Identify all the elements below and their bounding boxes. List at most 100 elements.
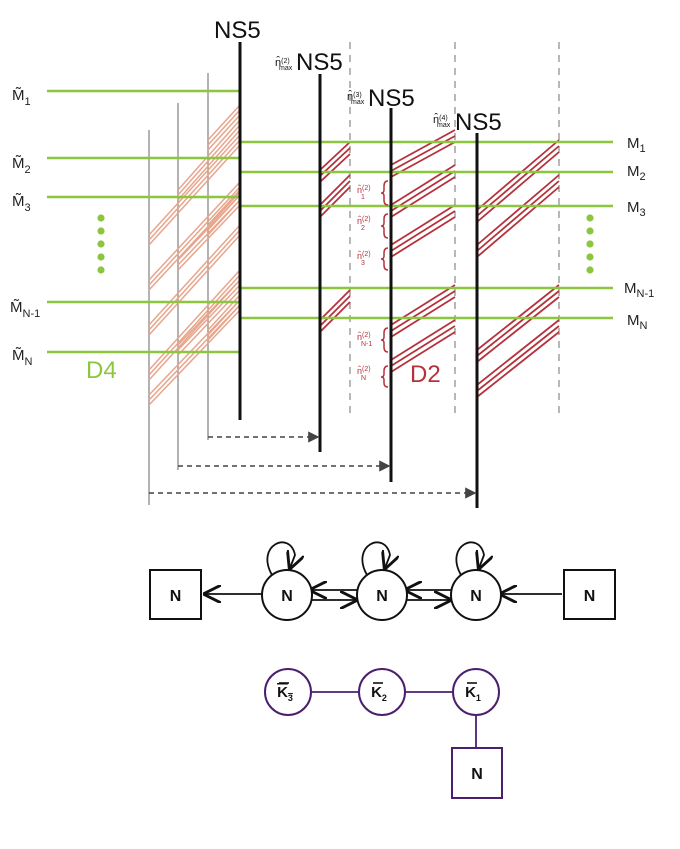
self-loop-node1 [266, 541, 295, 576]
brace [380, 365, 389, 388]
left-flavor-labels: M̃1 M̃2 M̃3 M̃N-1 M̃N [10, 87, 40, 368]
gauge-node-k2 [358, 668, 406, 716]
d4-hatch-line [207, 109, 241, 146]
dot [586, 253, 594, 261]
d2-hatch-line [476, 180, 560, 252]
brace [380, 247, 389, 271]
d4-hatch-line [148, 144, 241, 246]
dot [97, 227, 105, 235]
d2-hatch-line [390, 325, 456, 367]
gauge-node-k3-label: K3 [277, 684, 293, 703]
left-label-3: M̃3 [12, 193, 31, 214]
d2-hatch-line [390, 129, 456, 166]
flavor-box-n [451, 747, 503, 799]
n-hat-label-4: n̂(2)N-1 [357, 332, 372, 348]
d4-hatch-line [148, 139, 241, 241]
n-hat-labels: n̂(2)1 n̂(2)2 n̂(2)3 n̂(2)N-1 n̂(2)N [357, 185, 372, 382]
d4-hatch-line [177, 124, 241, 196]
d4-label: D4 [86, 357, 117, 384]
d4-hatch-line [177, 279, 241, 346]
d4-hatching [148, 104, 241, 406]
right-label-3: M3 [627, 199, 646, 219]
d4-hatch-line [148, 229, 241, 331]
d4-hatch-line [207, 199, 241, 236]
right-ellipsis-dots [586, 214, 594, 274]
self-loop-node2 [361, 541, 390, 576]
gauge-node-1-label: N [281, 588, 293, 605]
d4-hatch-line [177, 129, 241, 201]
gauge-node-2 [356, 569, 408, 621]
gauge-node-1 [261, 569, 313, 621]
d2-hatch-line [476, 174, 560, 246]
left-green-lines [47, 89, 240, 354]
d2-hatching [319, 129, 560, 398]
nmax-label-4: n̂(4)max [433, 112, 451, 129]
d4-hatch-line [148, 269, 241, 371]
left-flavor-box-label: N [170, 588, 182, 605]
right-flavor-box [563, 569, 616, 620]
d2-hatch-line [319, 141, 351, 171]
quiver-2-links [311, 691, 477, 748]
right-label-1: M1 [627, 135, 646, 155]
d2-hatch-line [319, 174, 351, 206]
brace [380, 180, 389, 206]
d4-hatch-line [148, 181, 241, 281]
d4-hatch-line [207, 104, 241, 141]
left-label-4: M̃N-1 [10, 299, 40, 320]
d2-hatch-line [319, 186, 351, 218]
d4-hatch-line [207, 299, 241, 336]
quiver-1: N N N N N [149, 541, 616, 621]
d2-hatch-line [476, 186, 560, 258]
n-hat-label-1: n̂(2)1 [357, 185, 371, 201]
gauge-node-3-label: N [470, 588, 482, 605]
nmax-label-2: n̂(2)max [275, 55, 293, 72]
dot [586, 214, 594, 222]
d2-hatch-line [476, 331, 560, 398]
brace [380, 327, 389, 353]
gauge-node-k1 [452, 668, 500, 716]
d2-hatch-line [476, 296, 560, 363]
n-hat-label-2: n̂(2)2 [357, 216, 371, 232]
quiver-1-links [205, 541, 562, 600]
gauge-node-k2-label: K2 [371, 684, 387, 703]
d4-hatch-line [177, 119, 241, 191]
ns5-labels: NS5 NS5 NS5 NS5 [214, 17, 502, 136]
nmax-labels: n̂(2)max n̂(3)max n̂(4)max [275, 55, 451, 129]
gauge-node-3 [450, 569, 502, 621]
d2-hatch-line [476, 319, 560, 386]
dashed-arrows [149, 431, 477, 499]
dot [97, 266, 105, 274]
left-ellipsis-dots [97, 214, 105, 274]
d2-hatch-line [390, 319, 456, 361]
dashed-guides [349, 42, 560, 415]
dot [586, 266, 594, 274]
d4-hatch-line [148, 224, 241, 326]
d4-hatch-line [148, 234, 241, 336]
d2-label: D2 [410, 361, 441, 388]
d2-hatch-line [319, 153, 351, 183]
self-loop-node3 [455, 541, 484, 576]
dot [586, 227, 594, 235]
nmax-label-3: n̂(3)max [347, 89, 365, 106]
left-label-5: M̃N [12, 347, 33, 368]
ns5-label-3: NS5 [368, 85, 415, 112]
ns5-branes [238, 42, 479, 508]
right-flavor-labels: M1 M2 M3 MN-1 MN [624, 135, 654, 332]
dot [97, 214, 105, 222]
d4-hatch-line [177, 289, 241, 356]
right-label-4: MN-1 [624, 280, 654, 300]
d4-hatch-line [177, 284, 241, 351]
d2-hatch-line [390, 176, 456, 218]
d2-hatch-line [390, 331, 456, 373]
dot [586, 240, 594, 248]
left-label-2: M̃2 [12, 155, 31, 176]
d2-hatch-line [476, 325, 560, 392]
right-label-2: M2 [627, 163, 646, 183]
d2-hatch-line [476, 139, 560, 211]
d4-hatch-line [207, 304, 241, 341]
d4-hatch-line [207, 114, 241, 151]
d2-hatch-line [319, 289, 351, 321]
d2-hatch-line [476, 145, 560, 217]
